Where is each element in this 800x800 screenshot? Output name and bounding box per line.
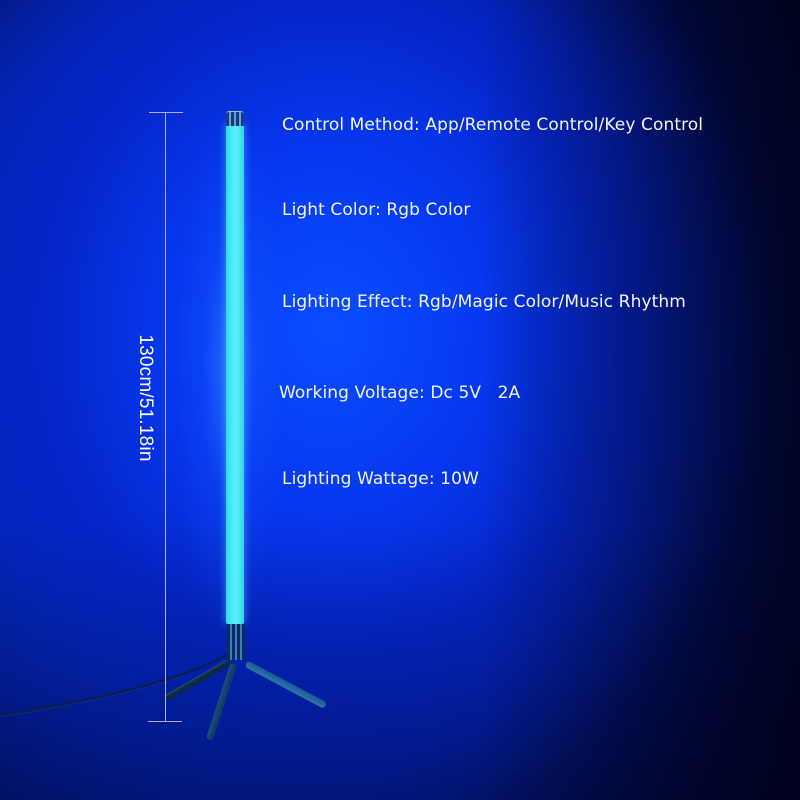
tube-base-connector [227,624,245,660]
power-cable [0,651,233,718]
spec-lighting-effect: Lighting Effect: Rgb/Magic Color/Music R… [282,292,686,312]
spec-working-voltage: Working Voltage: Dc 5V 2A [279,383,521,403]
dimension-cap-bottom [148,721,182,722]
tripod-leg-right [244,660,328,709]
light-tube [226,124,244,624]
spec-light-color: Light Color: Rgb Color [282,200,471,220]
tube-top-cap [226,111,244,126]
dimension-cap-top [149,112,183,113]
spec-lighting-wattage: Lighting Wattage: 10W [282,469,479,489]
height-dimension-label: 130cm/51.18in [135,334,156,462]
spec-control-method: Control Method: App/Remote Control/Key C… [282,115,704,135]
dimension-line [165,112,166,721]
